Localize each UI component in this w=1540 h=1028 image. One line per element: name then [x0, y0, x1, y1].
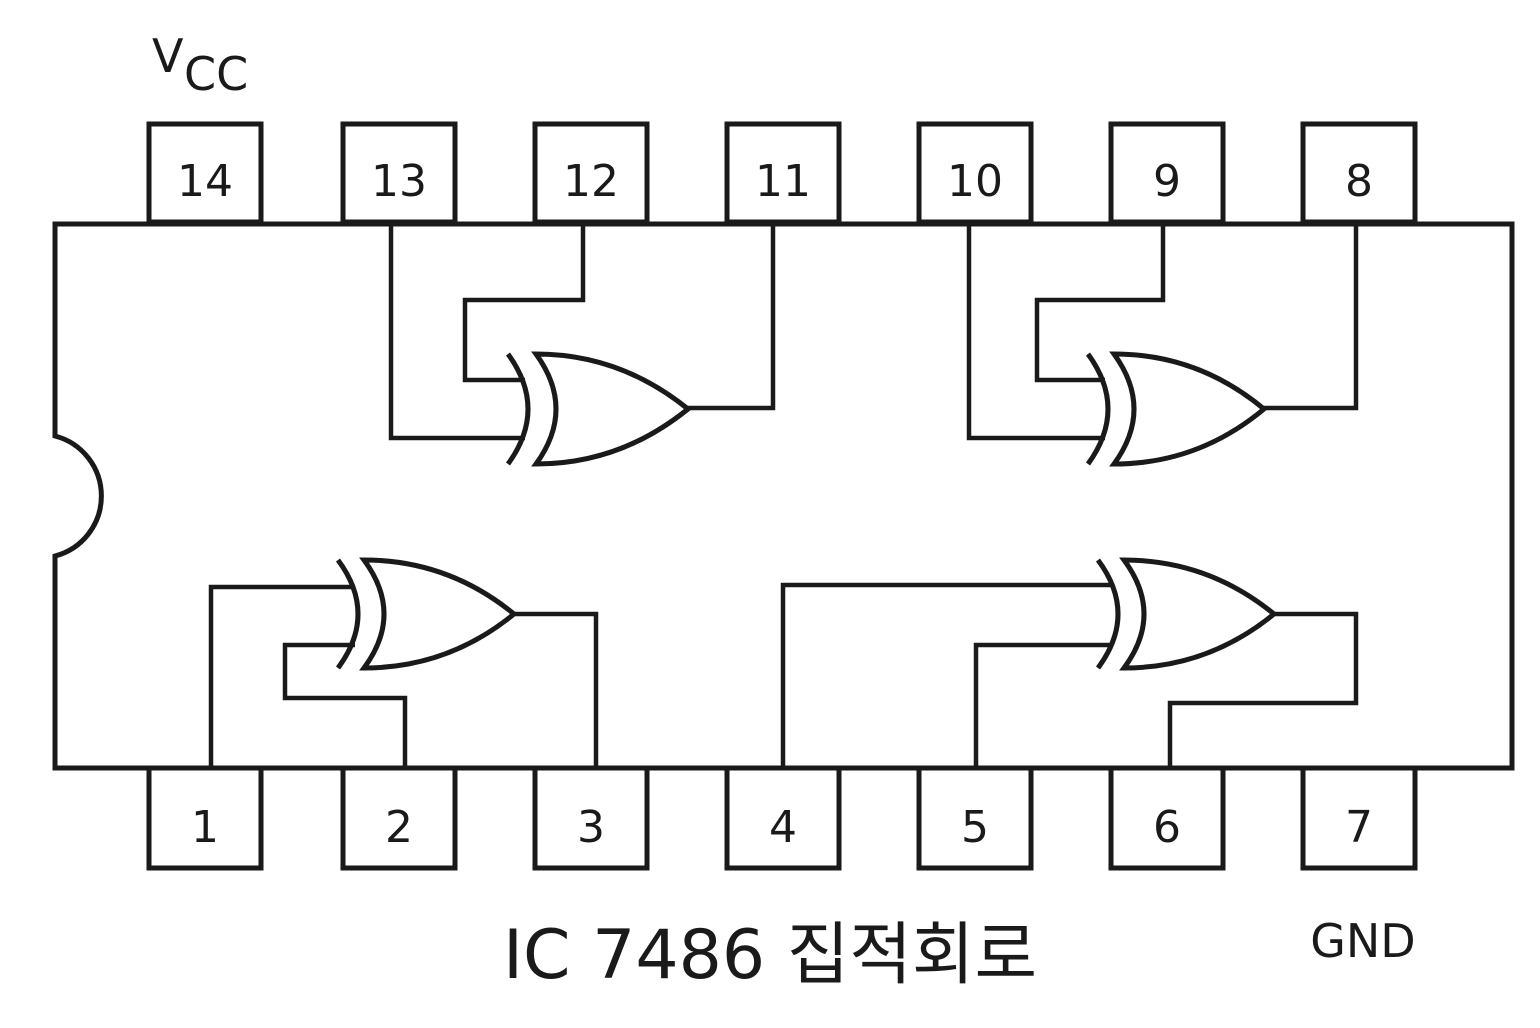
svg-text:12: 12: [563, 156, 619, 207]
svg-text:1: 1: [191, 802, 219, 853]
svg-text:9: 9: [1153, 156, 1181, 207]
svg-text:2: 2: [385, 802, 413, 853]
xor-gate-symbol: [359, 557, 518, 671]
pin-5: 5: [916, 765, 1034, 871]
svg-text:6: 6: [1153, 802, 1181, 853]
pin-8: 8: [1300, 121, 1418, 225]
gate-top-left: [388, 224, 776, 467]
pin-10: 10: [916, 121, 1034, 225]
svg-text:13: 13: [371, 156, 427, 207]
top-pins: 14 13 12 11 10 9 8: [146, 121, 1418, 225]
xor-gate-symbol: [531, 351, 692, 467]
vcc-label: V CC: [152, 29, 248, 101]
pin-1: 1: [146, 765, 264, 871]
svg-text:4: 4: [769, 802, 797, 853]
pin-12: 12: [532, 121, 650, 225]
svg-text:10: 10: [947, 156, 1003, 207]
svg-text:5: 5: [961, 802, 989, 853]
pin-7: 7: [1300, 765, 1418, 871]
svg-text:11: 11: [755, 156, 811, 207]
pin-9: 9: [1108, 121, 1226, 225]
bottom-pins: 1 2 3 4 5 6 7: [146, 765, 1418, 871]
xor-gate-symbol: [1119, 557, 1278, 671]
pin-4: 4: [724, 765, 842, 871]
chip-body: [52, 221, 1515, 771]
gnd-label: GND: [1310, 914, 1415, 968]
svg-text:14: 14: [177, 156, 233, 207]
svg-text:V: V: [152, 29, 184, 83]
svg-text:3: 3: [577, 802, 605, 853]
gate-bottom-right: [780, 557, 1359, 768]
pin-11: 11: [724, 121, 842, 225]
gate-top-right: [966, 224, 1359, 467]
pin-6: 6: [1108, 765, 1226, 871]
pin-2: 2: [340, 765, 458, 871]
pin-13: 13: [340, 121, 458, 225]
svg-text:8: 8: [1345, 156, 1373, 207]
pin-14: 14: [146, 121, 264, 225]
svg-text:CC: CC: [184, 47, 248, 101]
xor-gate-symbol: [1109, 351, 1268, 467]
svg-text:7: 7: [1345, 802, 1373, 853]
chip-caption: IC 7486 집적회로: [503, 916, 1037, 995]
gate-bottom-left: [208, 557, 599, 768]
pin-3: 3: [532, 765, 650, 871]
